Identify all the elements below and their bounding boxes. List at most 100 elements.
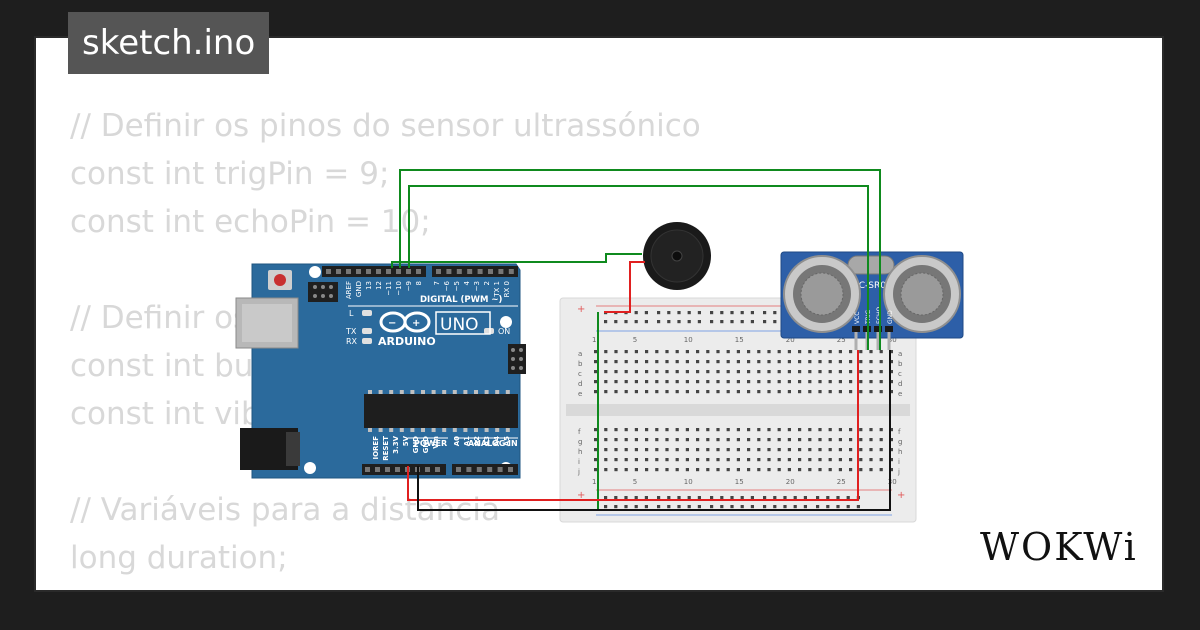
breadboard-hole[interactable] [696,390,700,394]
breadboard-hole[interactable] [697,496,701,500]
breadboard-hole[interactable] [726,448,730,452]
breadboard-hole[interactable] [675,360,679,364]
breadboard-hole[interactable] [645,360,649,364]
breadboard-hole[interactable] [655,360,659,364]
breadboard-hole[interactable] [604,458,608,462]
breadboard-hole[interactable] [849,350,853,354]
wire-5v[interactable] [407,350,859,501]
header-pin[interactable] [467,269,473,274]
breadboard-hole[interactable] [889,428,893,432]
breadboard-hole[interactable] [740,320,744,324]
breadboard-hole[interactable] [773,320,777,324]
breadboard-hole[interactable] [624,380,628,384]
breadboard-hole[interactable] [716,458,720,462]
breadboard-hole[interactable] [869,468,873,472]
breadboard-hole[interactable] [726,350,730,354]
breadboard-hole[interactable] [604,320,608,324]
breadboard-hole[interactable] [696,468,700,472]
breadboard-hole[interactable] [818,468,822,472]
file-tab[interactable]: sketch.ino [68,12,270,74]
breadboard-hole[interactable] [767,360,771,364]
breadboard-hole[interactable] [757,350,761,354]
breadboard-hole[interactable] [624,350,628,354]
breadboard-hole[interactable] [826,505,830,509]
breadboard-hole[interactable] [747,360,751,364]
breadboard-hole[interactable] [767,350,771,354]
breadboard-hole[interactable] [747,458,751,462]
breadboard-hole[interactable] [859,448,863,452]
breadboard-hole[interactable] [798,390,802,394]
breadboard-hole[interactable] [634,320,638,324]
breadboard-hole[interactable] [624,458,628,462]
breadboard-hole[interactable] [614,505,618,509]
breadboard-hole[interactable] [614,438,618,442]
header-pin[interactable] [396,269,401,274]
breadboard-hole[interactable] [604,350,608,354]
breadboard-hole[interactable] [730,320,734,324]
breadboard-hole[interactable] [604,505,608,509]
breadboard-hole[interactable] [726,360,730,364]
breadboard-hole[interactable] [594,360,598,364]
breadboard-hole[interactable] [665,390,669,394]
breadboard-hole[interactable] [726,468,730,472]
breadboard-hole[interactable] [624,360,628,364]
breadboard-hole[interactable] [645,468,649,472]
breadboard-hole[interactable] [634,496,638,500]
breadboard-hole[interactable] [726,438,730,442]
breadboard-hole[interactable] [869,448,873,452]
header-pin[interactable] [436,269,441,274]
breadboard-hole[interactable] [687,320,691,324]
header-pin[interactable] [376,269,381,274]
breadboard-hole[interactable] [624,390,628,394]
breadboard-hole[interactable] [849,458,853,462]
breadboard-hole[interactable] [787,380,791,384]
header-pin[interactable] [346,269,351,274]
breadboard-hole[interactable] [740,496,744,500]
sensor-pin[interactable] [854,332,858,350]
breadboard-hole[interactable] [720,311,724,315]
breadboard-hole[interactable] [685,428,689,432]
breadboard-hole[interactable] [604,380,608,384]
breadboard-hole[interactable] [889,350,893,354]
breadboard-hole[interactable] [730,496,734,500]
breadboard-hole[interactable] [677,505,681,509]
breadboard-hole[interactable] [783,496,787,500]
breadboard-hole[interactable] [787,458,791,462]
breadboard-hole[interactable] [869,360,873,364]
breadboard-hole[interactable] [767,380,771,384]
breadboard-hole[interactable] [798,350,802,354]
breadboard-hole[interactable] [777,468,781,472]
breadboard-hole[interactable] [757,468,761,472]
breadboard-hole[interactable] [655,428,659,432]
breadboard-hole[interactable] [736,370,740,374]
breadboard-hole[interactable] [644,505,648,509]
header-pin[interactable] [508,467,513,472]
breadboard-hole[interactable] [777,428,781,432]
breadboard-hole[interactable] [665,350,669,354]
breadboard-hole[interactable] [594,468,598,472]
breadboard-hole[interactable] [767,370,771,374]
breadboard-hole[interactable] [645,390,649,394]
breadboard-hole[interactable] [879,458,883,462]
breadboard-hole[interactable] [624,505,628,509]
breadboard-hole[interactable] [849,380,853,384]
breadboard-hole[interactable] [614,496,618,500]
breadboard-hole[interactable] [777,350,781,354]
breadboard-hole[interactable] [645,448,649,452]
wire-trig[interactable] [399,169,881,350]
breadboard-hole[interactable] [879,448,883,452]
breadboard-hole[interactable] [665,360,669,364]
breadboard-hole[interactable] [869,370,873,374]
breadboard-hole[interactable] [644,320,648,324]
breadboard-hole[interactable] [697,505,701,509]
breadboard-hole[interactable] [730,311,734,315]
header-pin[interactable] [508,269,514,274]
breadboard-hole[interactable] [655,350,659,354]
breadboard-hole[interactable] [675,390,679,394]
breadboard-hole[interactable] [747,438,751,442]
breadboard-hole[interactable] [655,468,659,472]
breadboard-hole[interactable] [720,320,724,324]
breadboard-hole[interactable] [859,350,863,354]
breadboard-hole[interactable] [879,350,883,354]
